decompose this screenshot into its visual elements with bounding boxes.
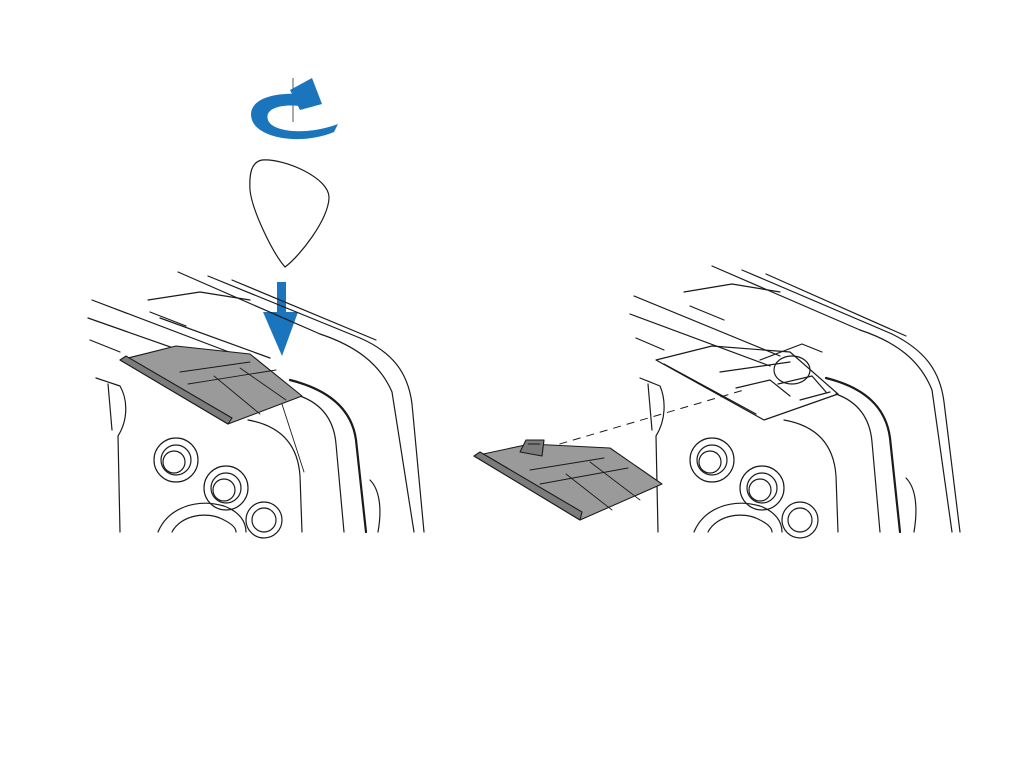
arrow-down-icon [263, 282, 298, 356]
step-2-panel [473, 265, 961, 539]
coin-tool-icon [249, 159, 330, 268]
rotate-arrow-icon [251, 78, 338, 140]
device-right [629, 265, 961, 539]
rotate-arrow-head [290, 78, 322, 110]
rotate-arrow-body [251, 93, 338, 140]
slot-cover-installed [119, 345, 303, 425]
guide-dashed-line [545, 389, 745, 449]
slot-cover-removed [473, 439, 663, 521]
step-1-panel [87, 78, 425, 539]
device-left [87, 271, 425, 539]
